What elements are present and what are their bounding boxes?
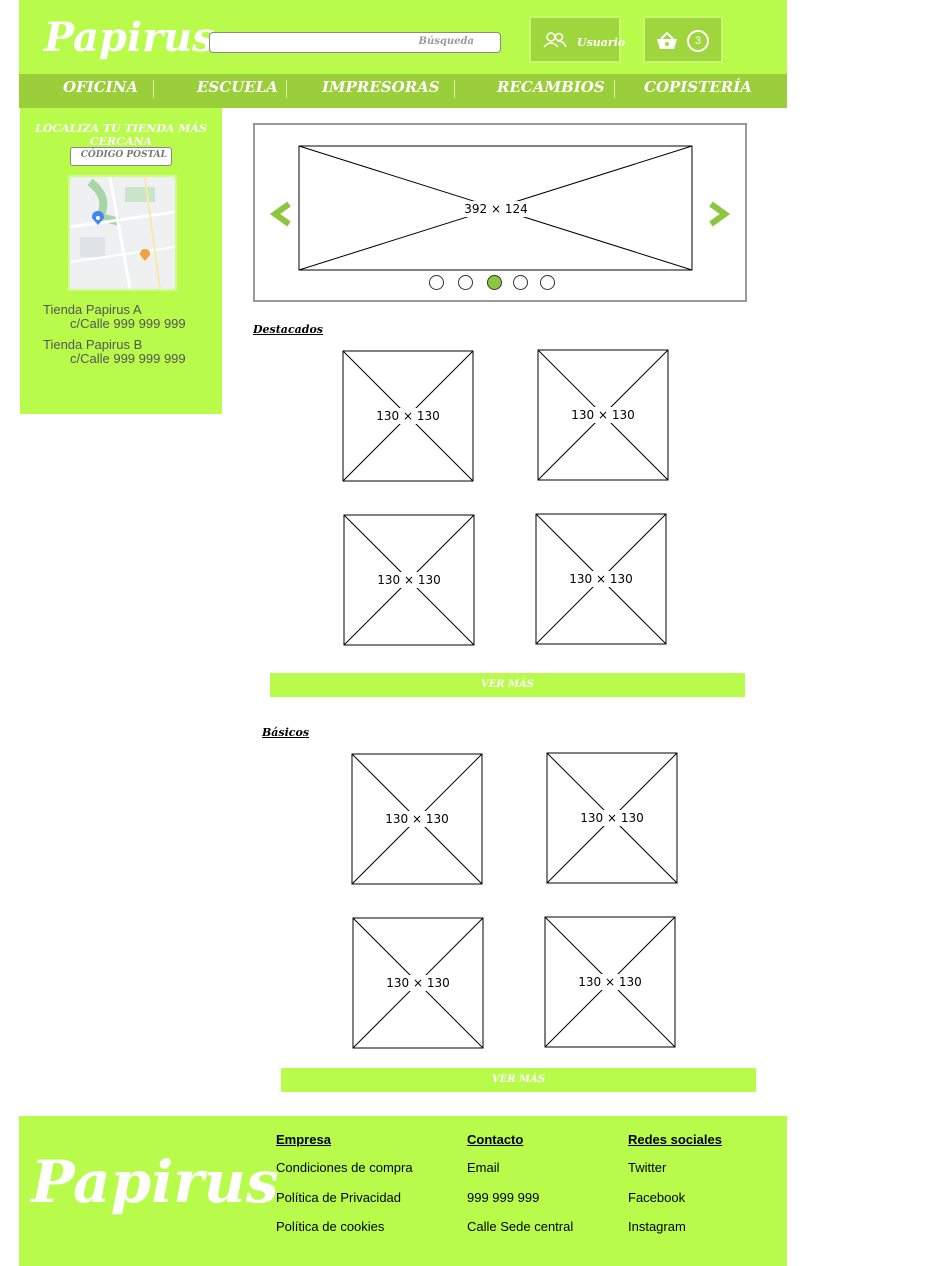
banner-image-placeholder[interactable]: 392 × 124 (298, 145, 694, 273)
store-name: Tienda Papirus B (43, 337, 143, 352)
footer-link[interactable]: 999 999 999 (467, 1190, 540, 1205)
product-placeholder-label: 130 × 130 (569, 572, 633, 586)
postal-code-input[interactable]: CÓDIGO POSTAL (70, 147, 172, 166)
store-name: Tienda Papirus A (43, 302, 142, 317)
footer-link[interactable]: Política de Privacidad (276, 1190, 402, 1205)
footer-link-twitter[interactable]: Twitter (628, 1160, 667, 1175)
nav-item-escuela[interactable]: ESCUELA (197, 78, 278, 96)
store-address: c/Calle 999 999 999 (70, 316, 186, 331)
nav-divider (286, 80, 287, 98)
footer-link-facebook[interactable]: Facebook (628, 1190, 686, 1205)
footer-heading-empresa: Empresa (276, 1132, 331, 1147)
product-image-placeholder[interactable]: 130 × 130 (536, 348, 670, 482)
cart-button[interactable]: 3 (643, 16, 723, 63)
postal-code-placeholder: CÓDIGO POSTAL (80, 150, 167, 160)
footer-heading-redes-sociales: Redes sociales (628, 1132, 722, 1147)
main-nav: OFICINA ESCUELA IMPRESORAS RECAMBIOS COP… (19, 74, 787, 108)
store-locator: LOCALIZA TU TIENDA MÁS CERCANA CÓDIGO PO… (20, 108, 222, 414)
product-image-placeholder[interactable]: 130 × 130 (534, 512, 668, 646)
nav-divider (614, 80, 615, 98)
search-input[interactable]: Búsqueda (209, 32, 501, 53)
footer-link[interactable]: Condiciones de compra (276, 1160, 413, 1175)
product-placeholder-label: 130 × 130 (386, 976, 450, 990)
product-image-placeholder[interactable]: 130 × 130 (543, 915, 677, 1049)
footer-heading-contacto: Contacto (467, 1132, 524, 1147)
nav-divider (454, 80, 455, 98)
carousel-dot[interactable] (458, 275, 473, 290)
product-placeholder-label: 130 × 130 (580, 811, 644, 825)
product-placeholder-label: 130 × 130 (377, 573, 441, 587)
footer-link[interactable]: Email (467, 1160, 500, 1175)
see-more-button[interactable]: VER MÁS (281, 1068, 756, 1092)
carousel-prev-icon[interactable] (269, 201, 293, 227)
banner-placeholder-label: 392 × 124 (464, 202, 528, 216)
basket-icon (657, 31, 677, 49)
footer-logo[interactable]: Papirus (31, 1148, 279, 1216)
banner-carousel: 392 × 124 (253, 123, 747, 302)
user-label: Usuario (577, 36, 626, 49)
product-placeholder-label: 130 × 130 (578, 975, 642, 989)
footer-link[interactable]: Política de cookies (276, 1219, 385, 1234)
product-placeholder-label: 130 × 130 (571, 408, 635, 422)
carousel-next-icon[interactable] (707, 201, 731, 227)
product-placeholder-label: 130 × 130 (376, 409, 440, 423)
section-title-destacados: Destacados (253, 323, 323, 336)
carousel-dot[interactable] (429, 275, 444, 290)
nav-item-copisteria[interactable]: COPISTERÍA (644, 78, 752, 96)
map-image (70, 177, 175, 289)
search-placeholder: Búsqueda (418, 36, 474, 47)
nav-item-recambios[interactable]: RECAMBIOS (497, 78, 605, 96)
product-placeholder-label: 130 × 130 (385, 812, 449, 826)
footer: Papirus Empresa Condiciones de compra Po… (19, 1116, 787, 1266)
footer-link-instagram[interactable]: Instagram (628, 1219, 686, 1234)
footer-link[interactable]: Calle Sede central (467, 1219, 574, 1234)
nav-item-impresoras[interactable]: IMPRESORAS (322, 78, 440, 96)
user-button[interactable]: Usuario (529, 16, 625, 63)
product-image-placeholder[interactable]: 130 × 130 (342, 513, 476, 647)
store-locator-title: LOCALIZA TU TIENDA MÁS CERCANA (35, 122, 207, 148)
cart-count-badge: 3 (687, 30, 709, 52)
store-address: c/Calle 999 999 999 (70, 351, 186, 366)
store-map[interactable] (68, 175, 177, 291)
product-image-placeholder[interactable]: 130 × 130 (545, 751, 679, 885)
nav-item-oficina[interactable]: OFICINA (63, 78, 139, 96)
carousel-dot[interactable] (513, 275, 528, 290)
nav-divider (153, 80, 154, 98)
product-image-placeholder[interactable]: 130 × 130 (350, 752, 484, 886)
see-more-button[interactable]: VER MÁS (270, 673, 745, 697)
carousel-dot[interactable] (540, 275, 555, 290)
product-image-placeholder[interactable]: 130 × 130 (341, 349, 475, 483)
carousel-dot-active[interactable] (487, 275, 502, 290)
user-icon (543, 32, 567, 48)
logo[interactable]: Papirus (44, 14, 215, 61)
product-image-placeholder[interactable]: 130 × 130 (351, 916, 485, 1050)
section-title-basicos: Básicos (262, 726, 310, 739)
